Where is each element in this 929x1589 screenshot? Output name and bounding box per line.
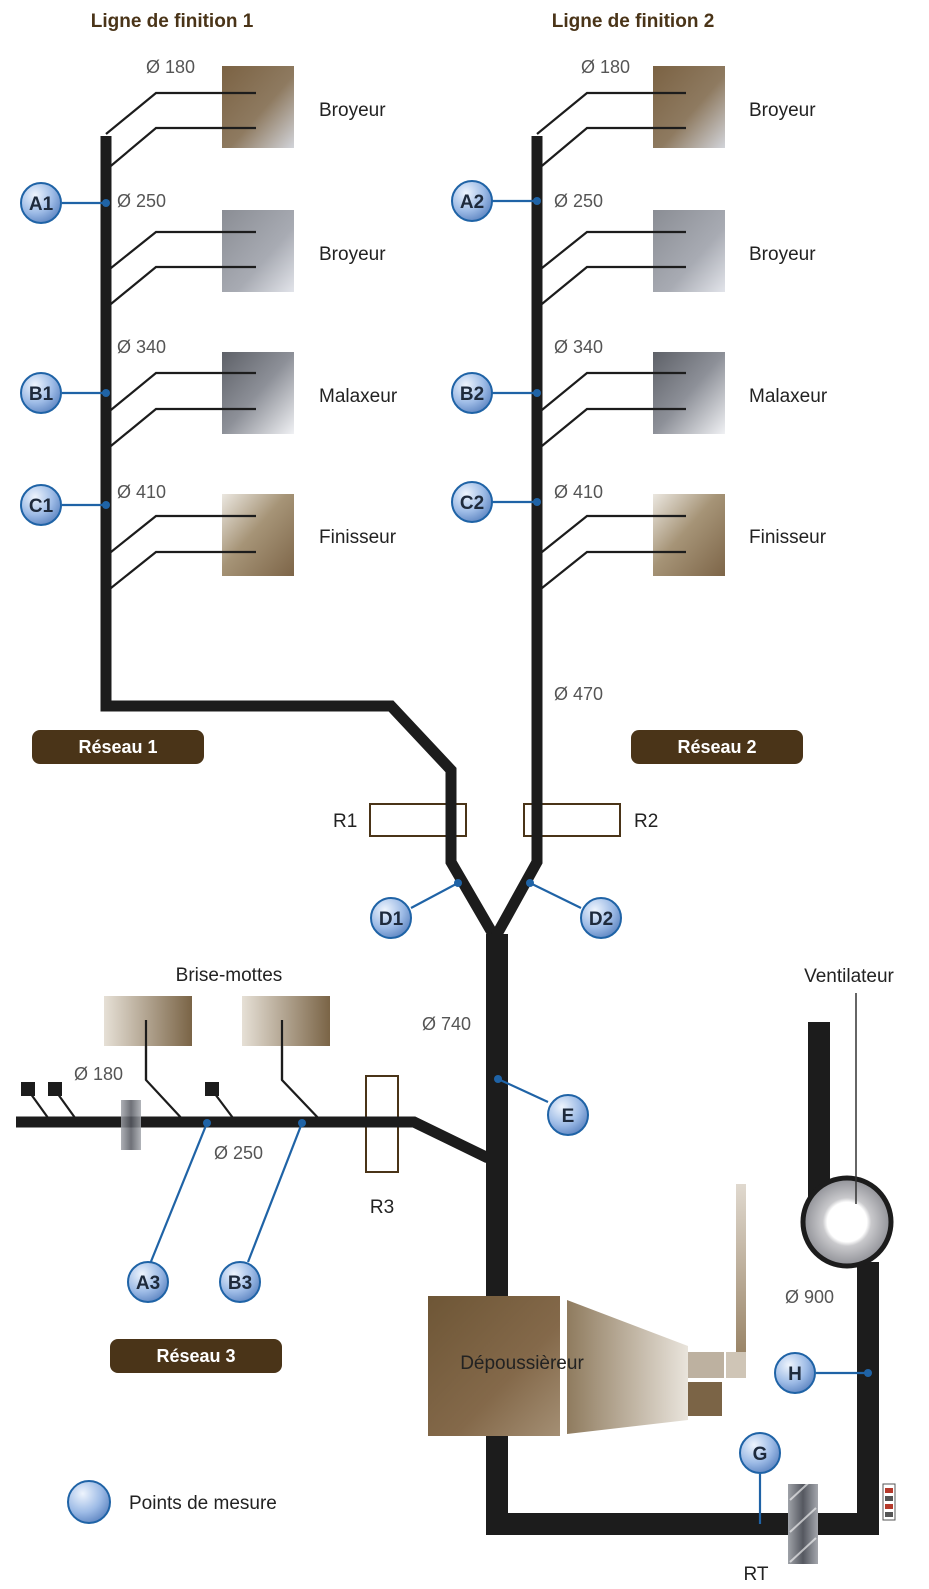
label-l2-broyeur-a: Broyeur (749, 100, 816, 121)
dim-l2-340: Ø 340 (554, 337, 603, 357)
measurement-dots (102, 197, 872, 1377)
dim-l2-250: Ø 250 (554, 191, 603, 211)
point-a2: A2 (451, 180, 493, 222)
point-a3: A3 (127, 1261, 169, 1303)
point-a1: A1 (20, 182, 62, 224)
label-l2-malaxeur: Malaxeur (749, 386, 828, 407)
branches-line-2 (536, 91, 686, 593)
depoussiereur-block-1 (688, 1352, 724, 1378)
finisseur-1-shape (222, 494, 294, 576)
label-r2: R2 (634, 811, 658, 832)
point-b3: B3 (219, 1261, 261, 1303)
label-l2-finisseur: Finisseur (749, 527, 827, 548)
label-l1-finisseur: Finisseur (319, 527, 397, 548)
point-h-label: H (788, 1364, 802, 1385)
point-d1: D1 (370, 897, 412, 939)
badge-reseau-2-label: Réseau 2 (677, 737, 756, 757)
broyeur-2b-shape (653, 210, 725, 292)
label-l1-broyeur-b: Broyeur (319, 244, 386, 265)
depoussiereur-block-3 (688, 1382, 722, 1416)
inlet-square-1 (21, 1082, 35, 1096)
duct-fan-outlet (808, 1022, 830, 1210)
branches-line-1 (105, 91, 256, 593)
point-b3-label: B3 (228, 1273, 252, 1294)
label-brise-mottes: Brise-mottes (176, 965, 283, 986)
label-rt: RT (744, 1564, 769, 1585)
point-c2: C2 (451, 481, 493, 523)
point-b2: B2 (451, 372, 493, 414)
brise-mottes-1-shape (104, 996, 192, 1046)
duct-main-collector (486, 934, 879, 1535)
duct-network-3 (16, 1116, 491, 1163)
depoussiereur-block-2 (726, 1352, 746, 1378)
depoussiereur-vent-pipe (736, 1184, 746, 1352)
inlet-square-3 (205, 1082, 219, 1096)
point-e: E (547, 1094, 589, 1136)
broyeur-1a-shape (222, 66, 294, 148)
point-a1-label: A1 (29, 194, 54, 215)
register-rt-shape (788, 1484, 818, 1564)
dim-net3-250: Ø 250 (214, 1143, 263, 1163)
label-ventilateur: Ventilateur (804, 966, 894, 987)
label-l1-broyeur-a: Broyeur (319, 100, 386, 121)
dim-l1-340: Ø 340 (117, 337, 166, 357)
point-h: H (774, 1352, 816, 1394)
point-d2-label: D2 (589, 909, 613, 930)
malaxeur-2-shape (653, 352, 725, 434)
duct-network-2 (491, 136, 543, 939)
label-l1-malaxeur: Malaxeur (319, 386, 398, 407)
broyeur-2a-shape (653, 66, 725, 148)
badge-reseau-3-label: Réseau 3 (156, 1346, 235, 1366)
dim-l2-470: Ø 470 (554, 684, 603, 704)
legend-label: Points de mesure (129, 1493, 277, 1514)
point-g-label: G (753, 1444, 768, 1465)
legend: Points de mesure (67, 1480, 277, 1524)
point-d1-label: D1 (379, 909, 404, 930)
malaxeur-1-shape (222, 352, 294, 434)
dim-l1-410: Ø 410 (117, 482, 166, 502)
badge-reseau-1: Réseau 1 (32, 730, 204, 764)
inlet-square-2 (48, 1082, 62, 1096)
legend-point-icon (67, 1480, 111, 1524)
label-depoussiereur: Dépoussièreur (460, 1353, 584, 1374)
point-e-label: E (562, 1106, 575, 1127)
dim-l2-180: Ø 180 (581, 57, 630, 77)
label-r3: R3 (370, 1197, 394, 1218)
point-b1: B1 (20, 372, 62, 414)
logo-icon (882, 1483, 896, 1521)
badge-reseau-1-label: Réseau 1 (78, 737, 157, 757)
dim-l1-180: Ø 180 (146, 57, 195, 77)
point-c2-label: C2 (460, 493, 484, 514)
point-c1-label: C1 (29, 496, 54, 517)
dim-fan-900: Ø 900 (785, 1287, 834, 1307)
brise-mottes-2-shape (242, 996, 330, 1046)
title-line-2: Ligne de finition 2 (552, 11, 715, 32)
badge-reseau-3: Réseau 3 (110, 1339, 282, 1373)
dim-net3-180: Ø 180 (74, 1064, 123, 1084)
depoussiereur-body (428, 1296, 560, 1436)
title-line-1: Ligne de finition 1 (91, 11, 254, 32)
badge-reseau-2: Réseau 2 (631, 730, 803, 764)
dim-main-740: Ø 740 (422, 1014, 471, 1034)
measurement-leaders (62, 199, 868, 1524)
point-g: G (739, 1432, 781, 1474)
finisseur-2-shape (653, 494, 725, 576)
duct-network-1 (100, 136, 499, 939)
point-a2-label: A2 (460, 192, 484, 213)
point-d2: D2 (580, 897, 622, 939)
label-r1: R1 (333, 811, 357, 832)
network-3-valve (121, 1100, 141, 1150)
point-a3-label: A3 (136, 1273, 160, 1294)
point-b2-label: B2 (460, 384, 484, 405)
dim-l2-410: Ø 410 (554, 482, 603, 502)
label-l2-broyeur-b: Broyeur (749, 244, 816, 265)
depoussiereur-cone (567, 1300, 688, 1434)
point-b1-label: B1 (29, 384, 54, 405)
broyeur-1b-shape (222, 210, 294, 292)
point-c1: C1 (20, 484, 62, 526)
dim-l1-250: Ø 250 (117, 191, 166, 211)
ventilateur-shape (800, 1175, 894, 1269)
